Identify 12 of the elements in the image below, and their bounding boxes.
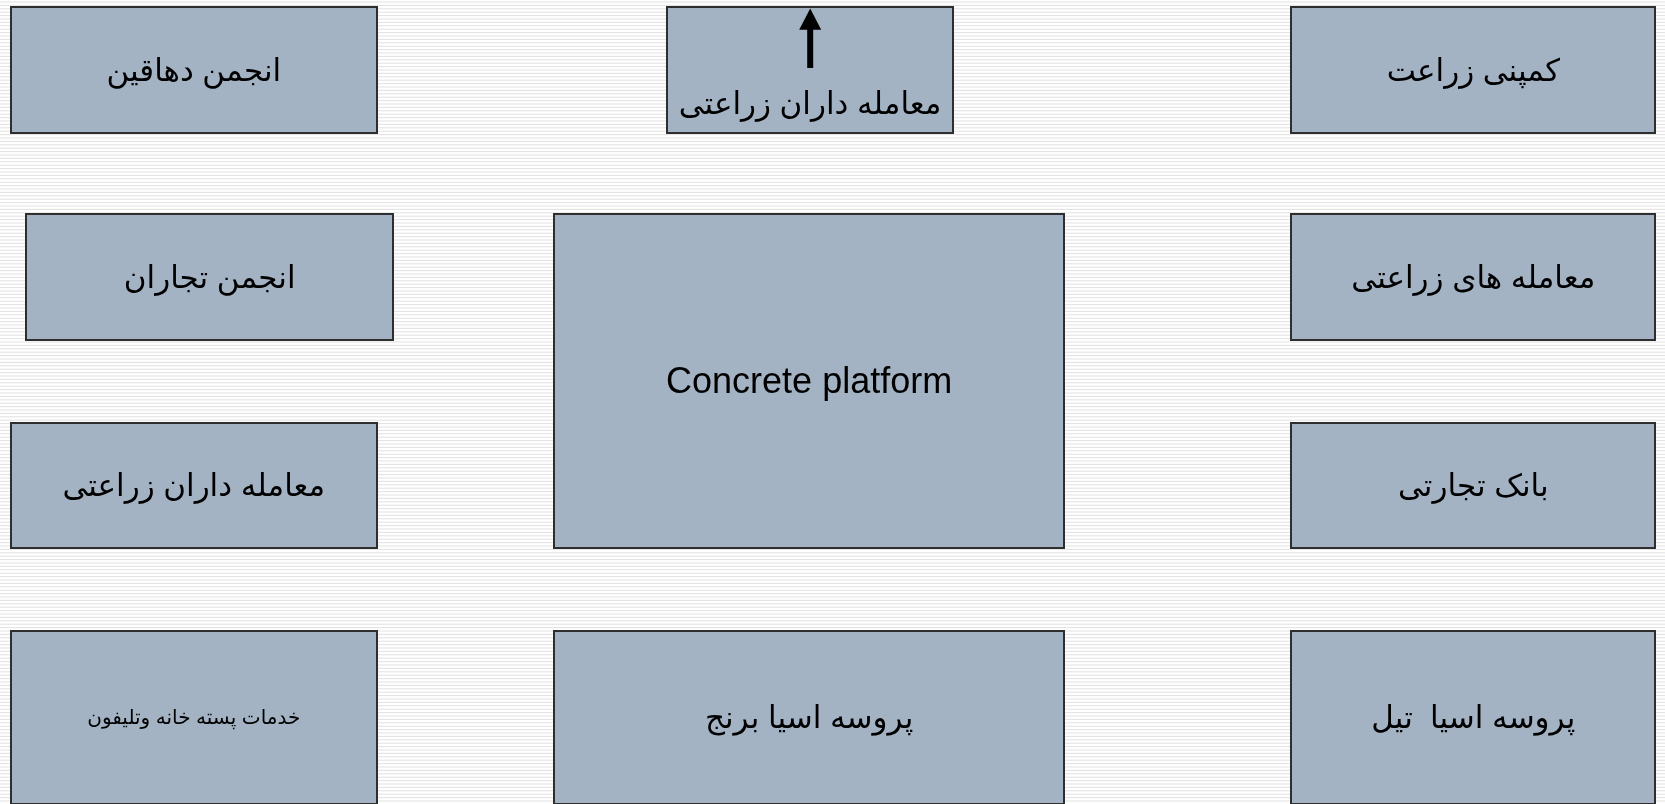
text-box: کمپنی زراعت xyxy=(1290,6,1657,134)
text-box: پروسه اسیا تیل xyxy=(1290,629,1657,804)
text-box: خدمات پسته خانه وتلیفون xyxy=(9,629,378,804)
text-box: انجمن دهاقین xyxy=(9,6,378,134)
box-label: معامله داران زراعتی xyxy=(678,84,942,122)
text-box: Concrete platform xyxy=(553,213,1066,549)
text-box: معامله های زراعتی xyxy=(1290,213,1657,341)
text-box: معامله داران زراعتی xyxy=(9,421,378,549)
text-box xyxy=(665,6,954,134)
text-box: انجمن تجاران xyxy=(25,213,394,341)
text-box: پروسه اسیا برنج xyxy=(553,629,1066,804)
text-box: بانک تجارتی xyxy=(1290,421,1657,549)
